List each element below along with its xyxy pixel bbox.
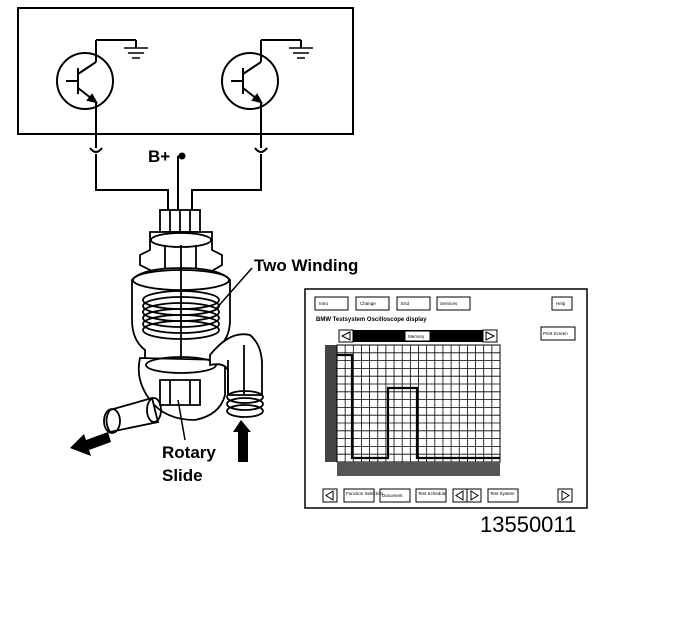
scope-memory-label: Memory [408, 334, 425, 339]
scope-btn-end[interactable] [396, 296, 431, 311]
scope-btn-test-system[interactable] [487, 488, 519, 503]
scope-btn-test-schedule[interactable] [415, 488, 447, 503]
scope-btn-intro[interactable] [314, 296, 349, 311]
scope-btn-function-selection-label: Function Selection [346, 491, 384, 496]
slide-label: Slide [162, 466, 203, 485]
two-winding-leader [214, 267, 253, 311]
scope-x-scale [337, 462, 500, 476]
scope-grid [337, 345, 500, 462]
oscilloscope-screen: Intro Change End Services Help Print Scr… [304, 288, 588, 509]
transistor-left-icon [56, 39, 137, 148]
rotary-slide-leader [177, 399, 186, 441]
scope-btn-function-selection[interactable] [343, 488, 375, 503]
scope-btn-change[interactable] [355, 296, 390, 311]
scope-btn-change-label: Change [360, 301, 376, 306]
rotary-label: Rotary [162, 443, 216, 462]
scope-title: BMW Testsystem Oscilloscope display [316, 317, 427, 323]
wiring [89, 147, 268, 212]
scope-y-scale [325, 345, 337, 462]
scope-btn-help-label: Help [556, 301, 566, 306]
control-unit-box [17, 7, 354, 135]
transistor-right-icon [221, 39, 302, 148]
scope-btn-help[interactable] [551, 296, 573, 311]
scope-memory-button[interactable] [404, 330, 431, 342]
ground-left-icon [124, 47, 148, 59]
scope-btn-document[interactable] [379, 488, 411, 503]
scope-btn-end-label: End [401, 301, 410, 306]
control-unit [17, 7, 354, 148]
scope-btn-test-system-label: Test System [490, 491, 515, 496]
two-winding-label: Two Winding [254, 256, 358, 275]
scope-next-arrow-icon [470, 490, 479, 501]
figure-number: 13550011 [480, 512, 576, 537]
scope-btn-services-label: Services [440, 301, 458, 306]
scope-prev-arrow-icon [455, 490, 464, 501]
scope-btn-intro-label: Intro [319, 301, 329, 306]
scope-back-arrow-icon [325, 490, 334, 501]
b-plus-terminal [178, 152, 186, 160]
scope-waveform [337, 353, 500, 460]
scope-btn-print-screen[interactable] [540, 326, 576, 341]
b-plus-label: B+ [148, 147, 170, 166]
idle-actuator-drawing [103, 209, 264, 434]
airflow-out-arrow-icon [70, 432, 111, 456]
scope-btn-document-label: Document [382, 493, 403, 498]
scope-forward-arrow-icon [561, 490, 570, 501]
scope-btn-print-screen-label: Print Screen [543, 331, 568, 336]
scope-btn-test-schedule-label: Test Schedule [418, 491, 447, 496]
ground-right-icon [289, 47, 313, 59]
scope-btn-services[interactable] [436, 296, 471, 311]
airflow-in-arrow-icon [233, 420, 251, 462]
